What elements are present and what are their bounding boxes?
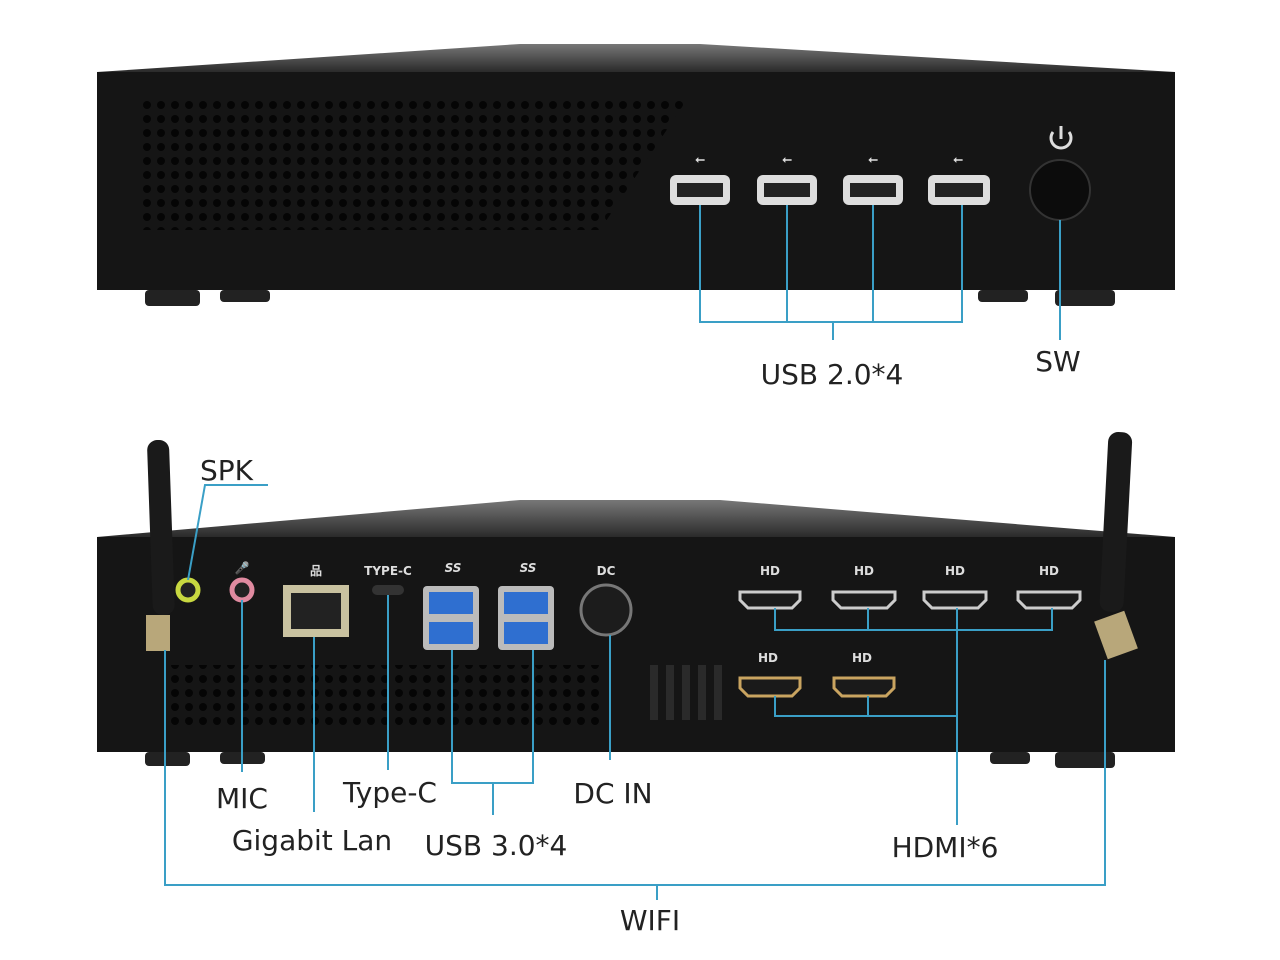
front-top-lid [97, 44, 1175, 72]
rear-top-lid [97, 500, 1175, 537]
svg-text:HD: HD [852, 651, 872, 665]
usb-icon: ⭠ [695, 152, 705, 166]
rear-vent-slots [650, 665, 722, 720]
network-icon: 品 [310, 564, 322, 578]
vent-grid [140, 95, 690, 230]
front-view: ⭠ ⭠ ⭠ ⭠ USB 2.0*4 SW [97, 44, 1175, 391]
dc-mark: DC [597, 564, 616, 578]
label-type-c: Type-C [342, 776, 437, 809]
front-feet [145, 290, 1115, 306]
label-gigabit-lan: Gigabit Lan [232, 824, 392, 857]
usb-icon: ⭠ [953, 152, 963, 166]
typec-mark: TYPE-C [364, 564, 412, 578]
antenna-right [1094, 432, 1138, 660]
power-button [1029, 159, 1091, 221]
usb2-port: ⭠ [757, 152, 817, 205]
rear-leader-lines [164, 484, 1106, 900]
usb-icon: ⭠ [782, 152, 792, 166]
rear-vent [170, 665, 600, 725]
hdmi-ports: HD HD HD HD HD HD [738, 564, 1082, 698]
antenna-left [146, 439, 175, 651]
svg-text:HD: HD [945, 564, 965, 578]
typec-port [372, 585, 404, 595]
svg-text:HD: HD [760, 564, 780, 578]
usb2-port: ⭠ [843, 152, 903, 205]
usb2-port: ⭠ [670, 152, 730, 205]
label-usb3: USB 3.0*4 [425, 829, 568, 862]
label-sw: SW [1035, 345, 1080, 378]
power-icon [1049, 126, 1073, 150]
usb3-mark: SS [445, 561, 462, 575]
mic-jack [229, 577, 255, 603]
svg-text:HD: HD [854, 564, 874, 578]
usb2-ports: ⭠ ⭠ ⭠ ⭠ [670, 152, 990, 205]
label-spk: SPK [200, 454, 254, 487]
speaker-jack [175, 577, 201, 603]
label-hdmi: HDMI*6 [892, 831, 999, 864]
usb3-ports: SS SS [423, 561, 554, 650]
svg-text:HD: HD [1039, 564, 1059, 578]
front-leader-lines [699, 205, 1061, 340]
svg-text:HD: HD [758, 651, 778, 665]
label-usb2: USB 2.0*4 [761, 358, 904, 391]
mic-icon: 🎤 [235, 560, 250, 575]
usb2-port: ⭠ [928, 152, 990, 205]
rear-feet [145, 752, 1115, 768]
dc-port [579, 583, 633, 637]
usb-icon: ⭠ [868, 152, 878, 166]
label-mic: MIC [216, 782, 268, 815]
label-dc-in: DC IN [573, 777, 652, 810]
rear-view: 🎤 品 TYPE-C SS SS DC HD [97, 432, 1175, 937]
label-wifi: WIFI [620, 904, 680, 937]
usb3-mark: SS [520, 561, 537, 575]
